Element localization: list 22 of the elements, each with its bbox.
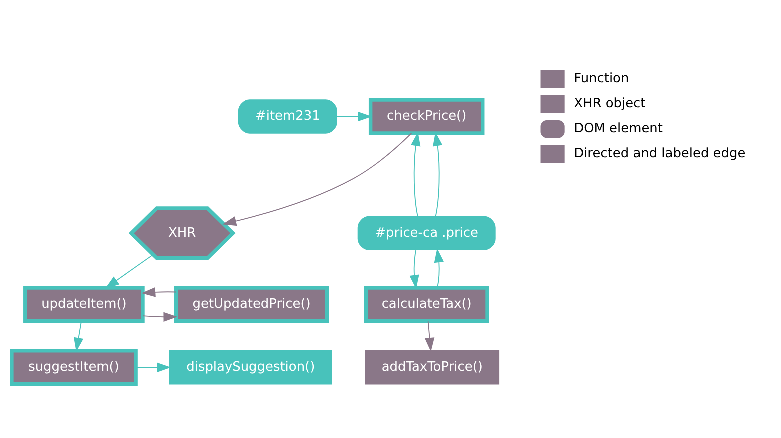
node-box: getUpdatedPrice() [174, 286, 330, 323]
legend-label: DOM element [574, 121, 663, 136]
arrow [74, 320, 84, 352]
arrow [410, 249, 420, 289]
node-box: suggestItem() [10, 348, 138, 386]
node-box: displaySuggestion() [169, 350, 332, 384]
node-box: checkPrice() [368, 98, 485, 135]
legend-label: Function [574, 71, 630, 86]
node-box: calculateTax() [364, 286, 490, 323]
node-box: #item231 [238, 99, 338, 134]
arrow [424, 320, 435, 352]
arrow [105, 254, 154, 288]
legend-label: Directed and labeled edge [574, 146, 746, 162]
arrow [222, 132, 412, 226]
node-box: updateItem() [24, 286, 145, 323]
node-box: #price-ca .price [358, 216, 496, 250]
arrow [142, 287, 177, 297]
legend-label: XHR object [574, 96, 646, 112]
arrow [434, 248, 444, 288]
arrow [136, 362, 172, 372]
arrow [142, 312, 178, 322]
node-box: addTaxToPrice() [365, 350, 500, 384]
